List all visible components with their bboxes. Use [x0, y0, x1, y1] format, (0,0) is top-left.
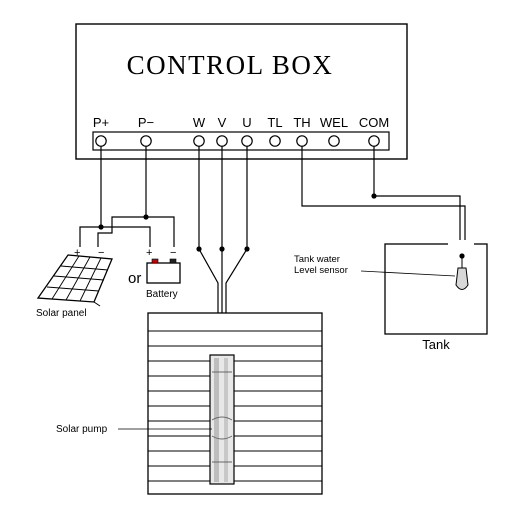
or-label: or — [128, 270, 141, 287]
terminal-screw-com — [368, 135, 380, 147]
solar-panel-label: Solar panel — [36, 308, 87, 319]
terminal-strip — [92, 131, 390, 151]
solar-pump — [209, 354, 235, 485]
terminal-label-w: W — [193, 115, 206, 130]
power-wiring — [79, 146, 175, 247]
pump-wire-junctions — [196, 246, 250, 252]
terminal-screw-wel — [328, 135, 340, 147]
terminal-screw-v — [216, 135, 228, 147]
sensor-leader-line — [360, 270, 456, 277]
terminal-label-wel: WEL — [320, 115, 348, 130]
sensor-label-line1: Tank water — [294, 254, 340, 265]
pump-label: Solar pump — [56, 424, 108, 435]
terminal-screw-tl — [269, 135, 281, 147]
battery-plus: + — [146, 247, 152, 259]
terminal-label-u: U — [242, 115, 251, 130]
terminal-screw-u — [241, 135, 253, 147]
battery-label: Battery — [146, 289, 178, 300]
terminal-label-v: V — [218, 115, 227, 130]
com-junction — [371, 193, 377, 199]
battery-negative-terminal — [169, 258, 177, 264]
well — [147, 312, 323, 495]
level-sensor — [455, 253, 469, 290]
terminal-screw-p-minus — [140, 135, 152, 147]
control-box: CONTROL BOX P+ P− W V U TL TH WEL COM — [75, 23, 408, 160]
battery-positive-terminal — [151, 258, 159, 264]
terminal-screw-p-plus — [95, 135, 107, 147]
battery-minus: − — [170, 247, 176, 259]
terminal-label-th: TH — [293, 115, 310, 130]
solar-panel — [36, 254, 113, 307]
tank-label: Tank — [422, 337, 450, 352]
power-junctions — [98, 214, 149, 230]
terminal-label-tl: TL — [267, 115, 282, 130]
control-box-title: CONTROL BOX — [127, 50, 334, 80]
sensor-label-line2: Level sensor — [294, 265, 348, 276]
terminal-label-com: COM — [359, 115, 389, 130]
terminal-screw-th — [296, 135, 308, 147]
solar-panel-minus: − — [98, 247, 104, 259]
terminal-label-p-plus: P+ — [93, 115, 109, 130]
battery — [146, 258, 181, 284]
tank — [384, 243, 488, 335]
sensor-wiring — [301, 146, 466, 253]
terminal-screw-w — [193, 135, 205, 147]
terminal-label-p-minus: P− — [138, 115, 154, 130]
solar-panel-plus: + — [74, 247, 80, 259]
